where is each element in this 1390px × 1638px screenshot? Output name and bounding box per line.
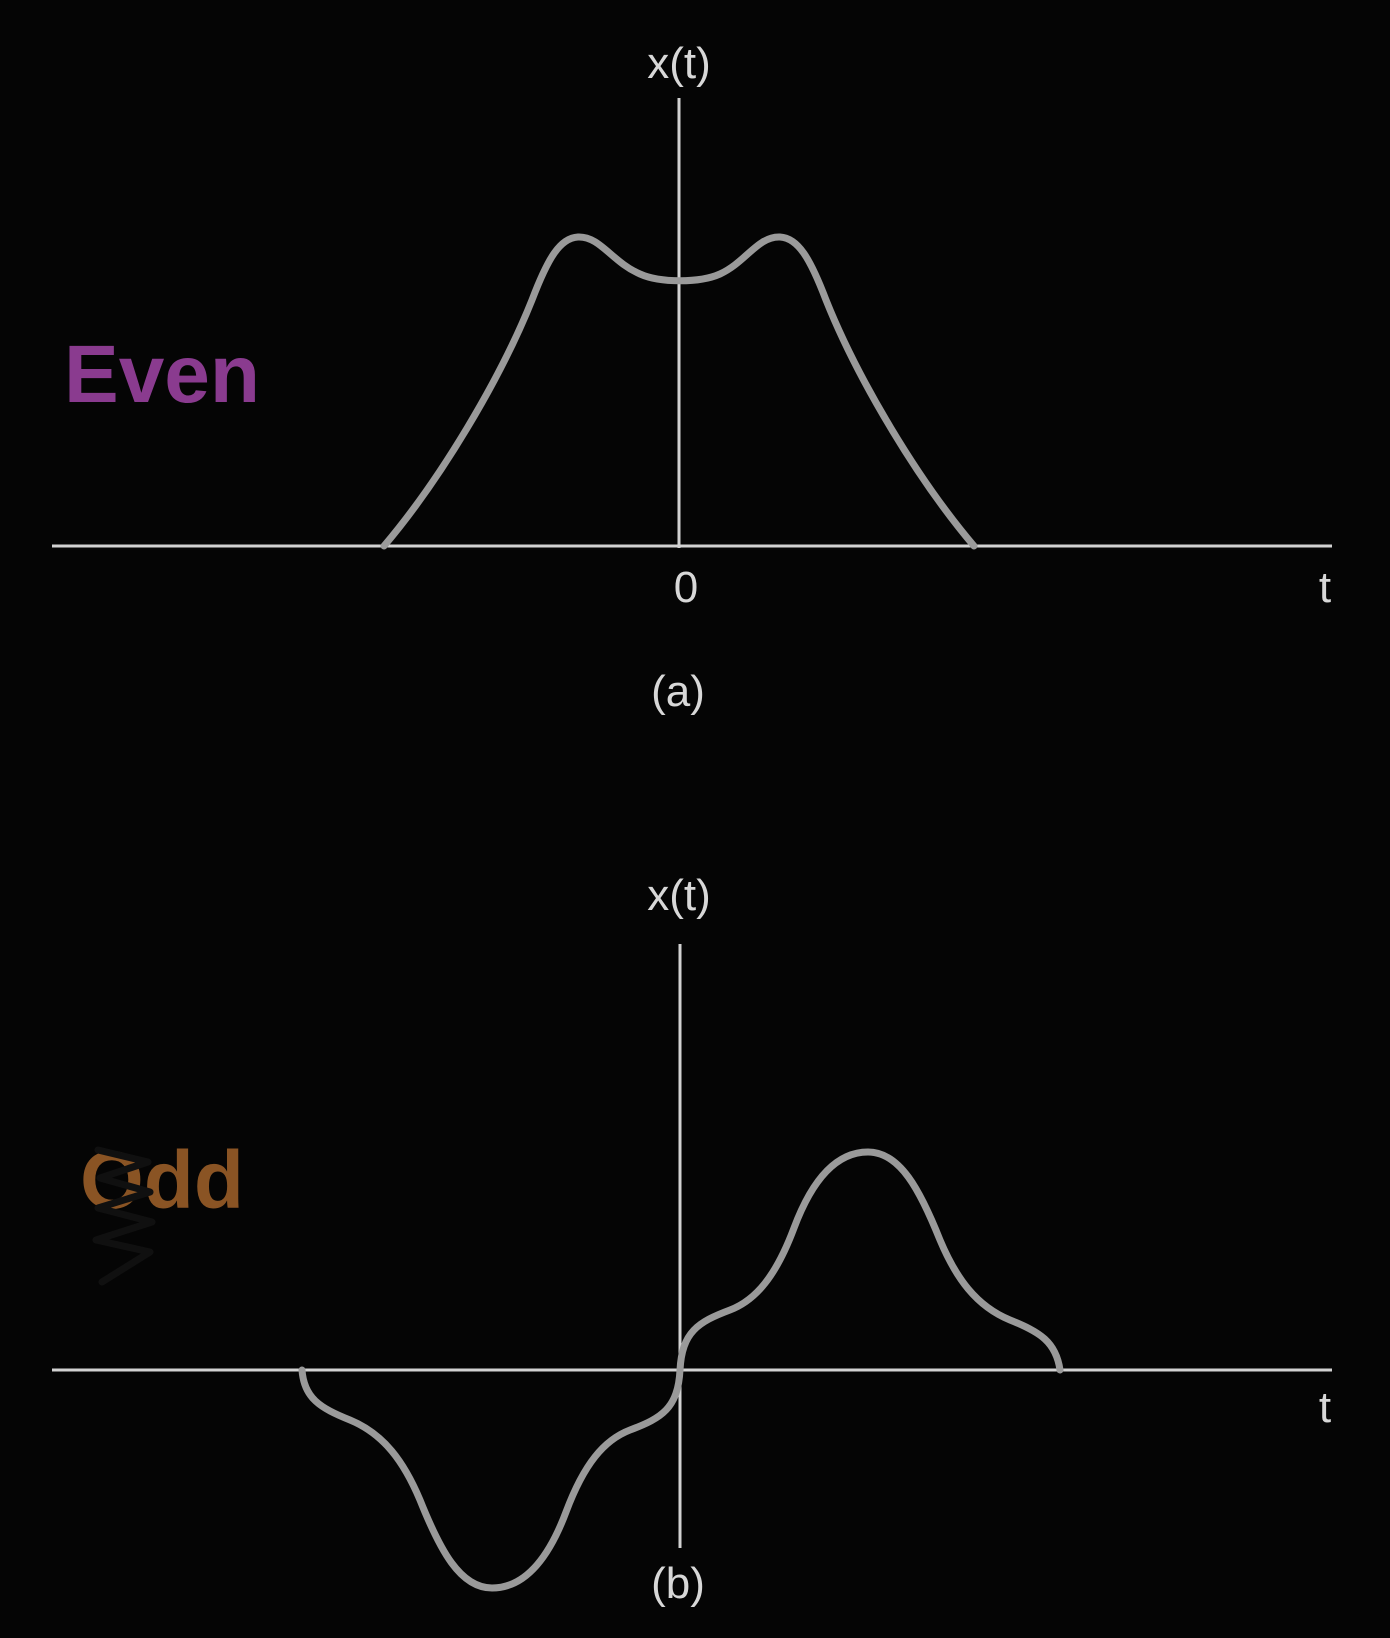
panel-b-caption: (b)	[651, 1559, 705, 1608]
panel-a-caption: (a)	[651, 667, 705, 716]
panel-b-odd-signal-curve	[298, 1148, 1064, 1592]
panel-a: x(t) 0 t (a) Even	[52, 39, 1332, 716]
panel-b: x(t) t (b) Odd	[52, 871, 1332, 1608]
panel-a-y-axis-label: x(t)	[647, 39, 711, 88]
panel-a-t-axis-label: t	[1319, 563, 1331, 612]
panel-a-origin-label: 0	[674, 563, 698, 612]
panel-b-y-axis-label: x(t)	[647, 871, 711, 920]
panel-a-even-signal-curve	[380, 233, 978, 550]
panel-b-t-axis-label: t	[1319, 1383, 1331, 1432]
handwritten-scribble-mark	[92, 1146, 156, 1286]
even-label: Even	[64, 329, 260, 420]
